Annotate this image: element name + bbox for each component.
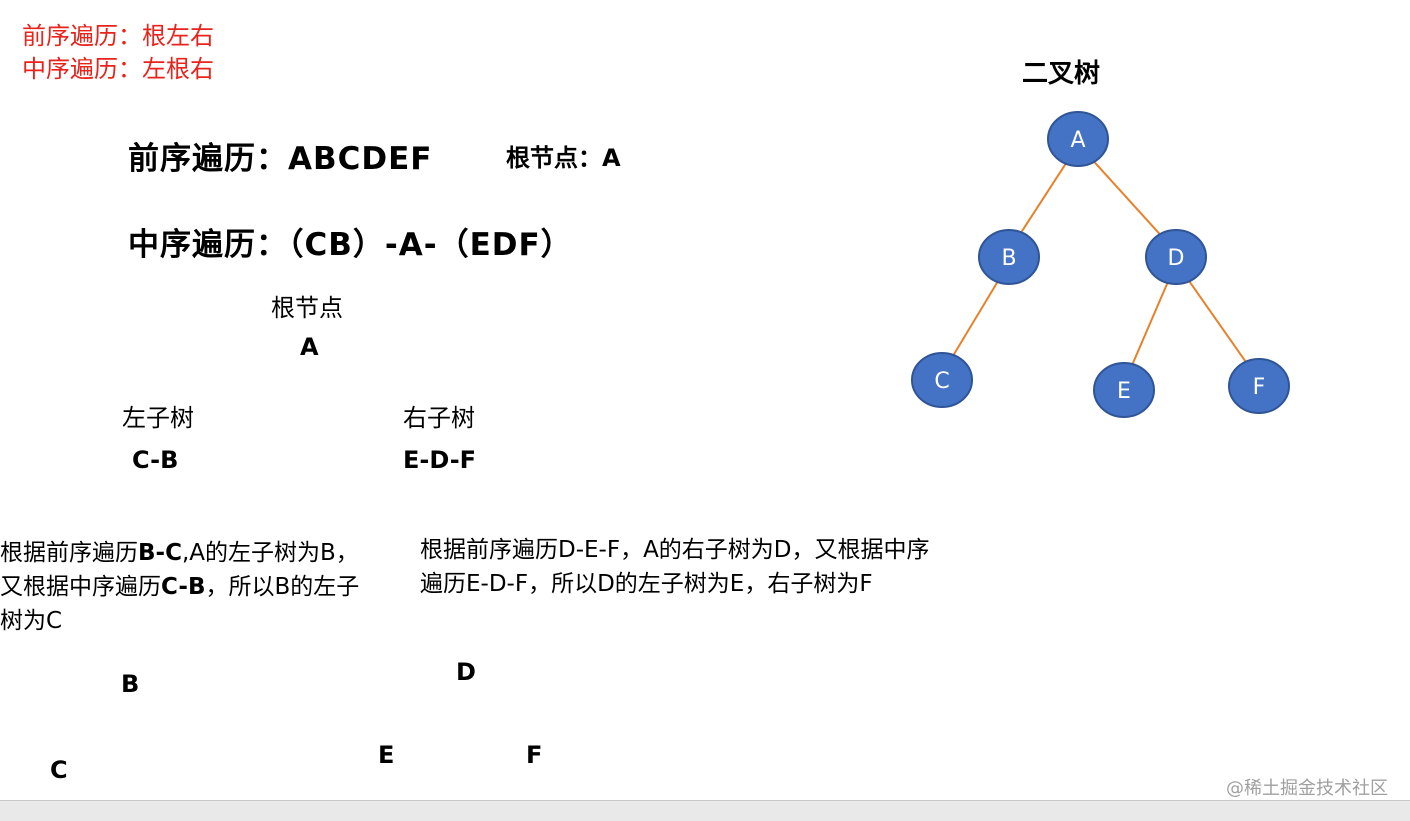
tree-node-f: F — [1228, 358, 1290, 414]
tree-node-a: A — [1047, 111, 1109, 167]
inorder-heading: 中序遍历：（CB）-A-（EDF） — [128, 227, 573, 263]
tree-edge-a-b — [1019, 161, 1068, 235]
tree-node-b: B — [978, 229, 1040, 285]
preorder-heading: 前序遍历：ABCDEF — [128, 141, 433, 177]
tree-node-circle-f — [1228, 358, 1290, 414]
bottom-letter-f: F — [526, 741, 543, 769]
rule-inorder: 中序遍历：左根右 — [22, 55, 214, 83]
root-note: 根节点：A — [506, 144, 621, 172]
tree-node-circle-b — [978, 229, 1040, 285]
left-explanation-text-1: 根据前序遍历 — [0, 540, 138, 566]
left-explanation-bold-2: C-B — [161, 574, 206, 600]
left-explanation-text-2: ,A的左子树为B，又根据中序遍历 — [0, 540, 359, 600]
tree-node-label-a: A — [1070, 128, 1085, 153]
watermark: @稀土掘金技术社区 — [1226, 778, 1388, 799]
left-explanation-bold-1: B-C — [138, 540, 182, 566]
right-subtree-title: 右子树 — [403, 404, 475, 432]
right-subtree-value: E-D-F — [403, 446, 477, 474]
tree-node-circle-e — [1093, 362, 1155, 418]
left-subtree-value: C-B — [132, 446, 179, 474]
tree-edges — [951, 159, 1248, 366]
tree-node-c: C — [911, 352, 973, 408]
tree-title: 二叉树 — [1022, 59, 1101, 89]
tree-node-label-f: F — [1253, 375, 1266, 400]
left-explanation: 根据前序遍历B-C,A的左子树为B，又根据中序遍历C-B，所以B的左子树为C — [0, 536, 360, 638]
tree-node-e: E — [1093, 362, 1155, 418]
root-title: 根节点 — [271, 294, 343, 322]
tree-edge-d-f — [1187, 279, 1248, 364]
bottom-letter-d: D — [456, 658, 476, 686]
tree-node-label-d: D — [1168, 246, 1185, 271]
bottom-letter-c: C — [50, 756, 68, 784]
tree-edge-a-d — [1091, 159, 1163, 237]
bottom-scrollbar[interactable] — [0, 800, 1410, 821]
tree-node-d: D — [1145, 229, 1207, 285]
tree-node-label-b: B — [1001, 246, 1016, 271]
bottom-letter-b: B — [121, 670, 140, 698]
tree-nodes: A B D C E F — [911, 111, 1290, 418]
left-subtree-title: 左子树 — [122, 404, 194, 432]
right-explanation: 根据前序遍历D-E-F，A的右子树为D，又根据中序遍历E-D-F，所以D的左子树… — [420, 537, 930, 597]
tree-node-label-e: E — [1117, 379, 1131, 404]
rule-preorder: 前序遍历：根左右 — [22, 22, 214, 50]
root-value: A — [300, 333, 319, 361]
tree-node-label-c: C — [934, 369, 949, 394]
tree-node-circle-a — [1047, 111, 1109, 167]
left-explanation-text-3: ，所以B的左子树为C — [0, 574, 360, 634]
bottom-letter-e: E — [378, 741, 395, 769]
tree-edge-d-e — [1131, 281, 1169, 366]
tree-node-circle-c — [911, 352, 973, 408]
tree-edge-b-c — [951, 280, 1000, 357]
tree-node-circle-d — [1145, 229, 1207, 285]
